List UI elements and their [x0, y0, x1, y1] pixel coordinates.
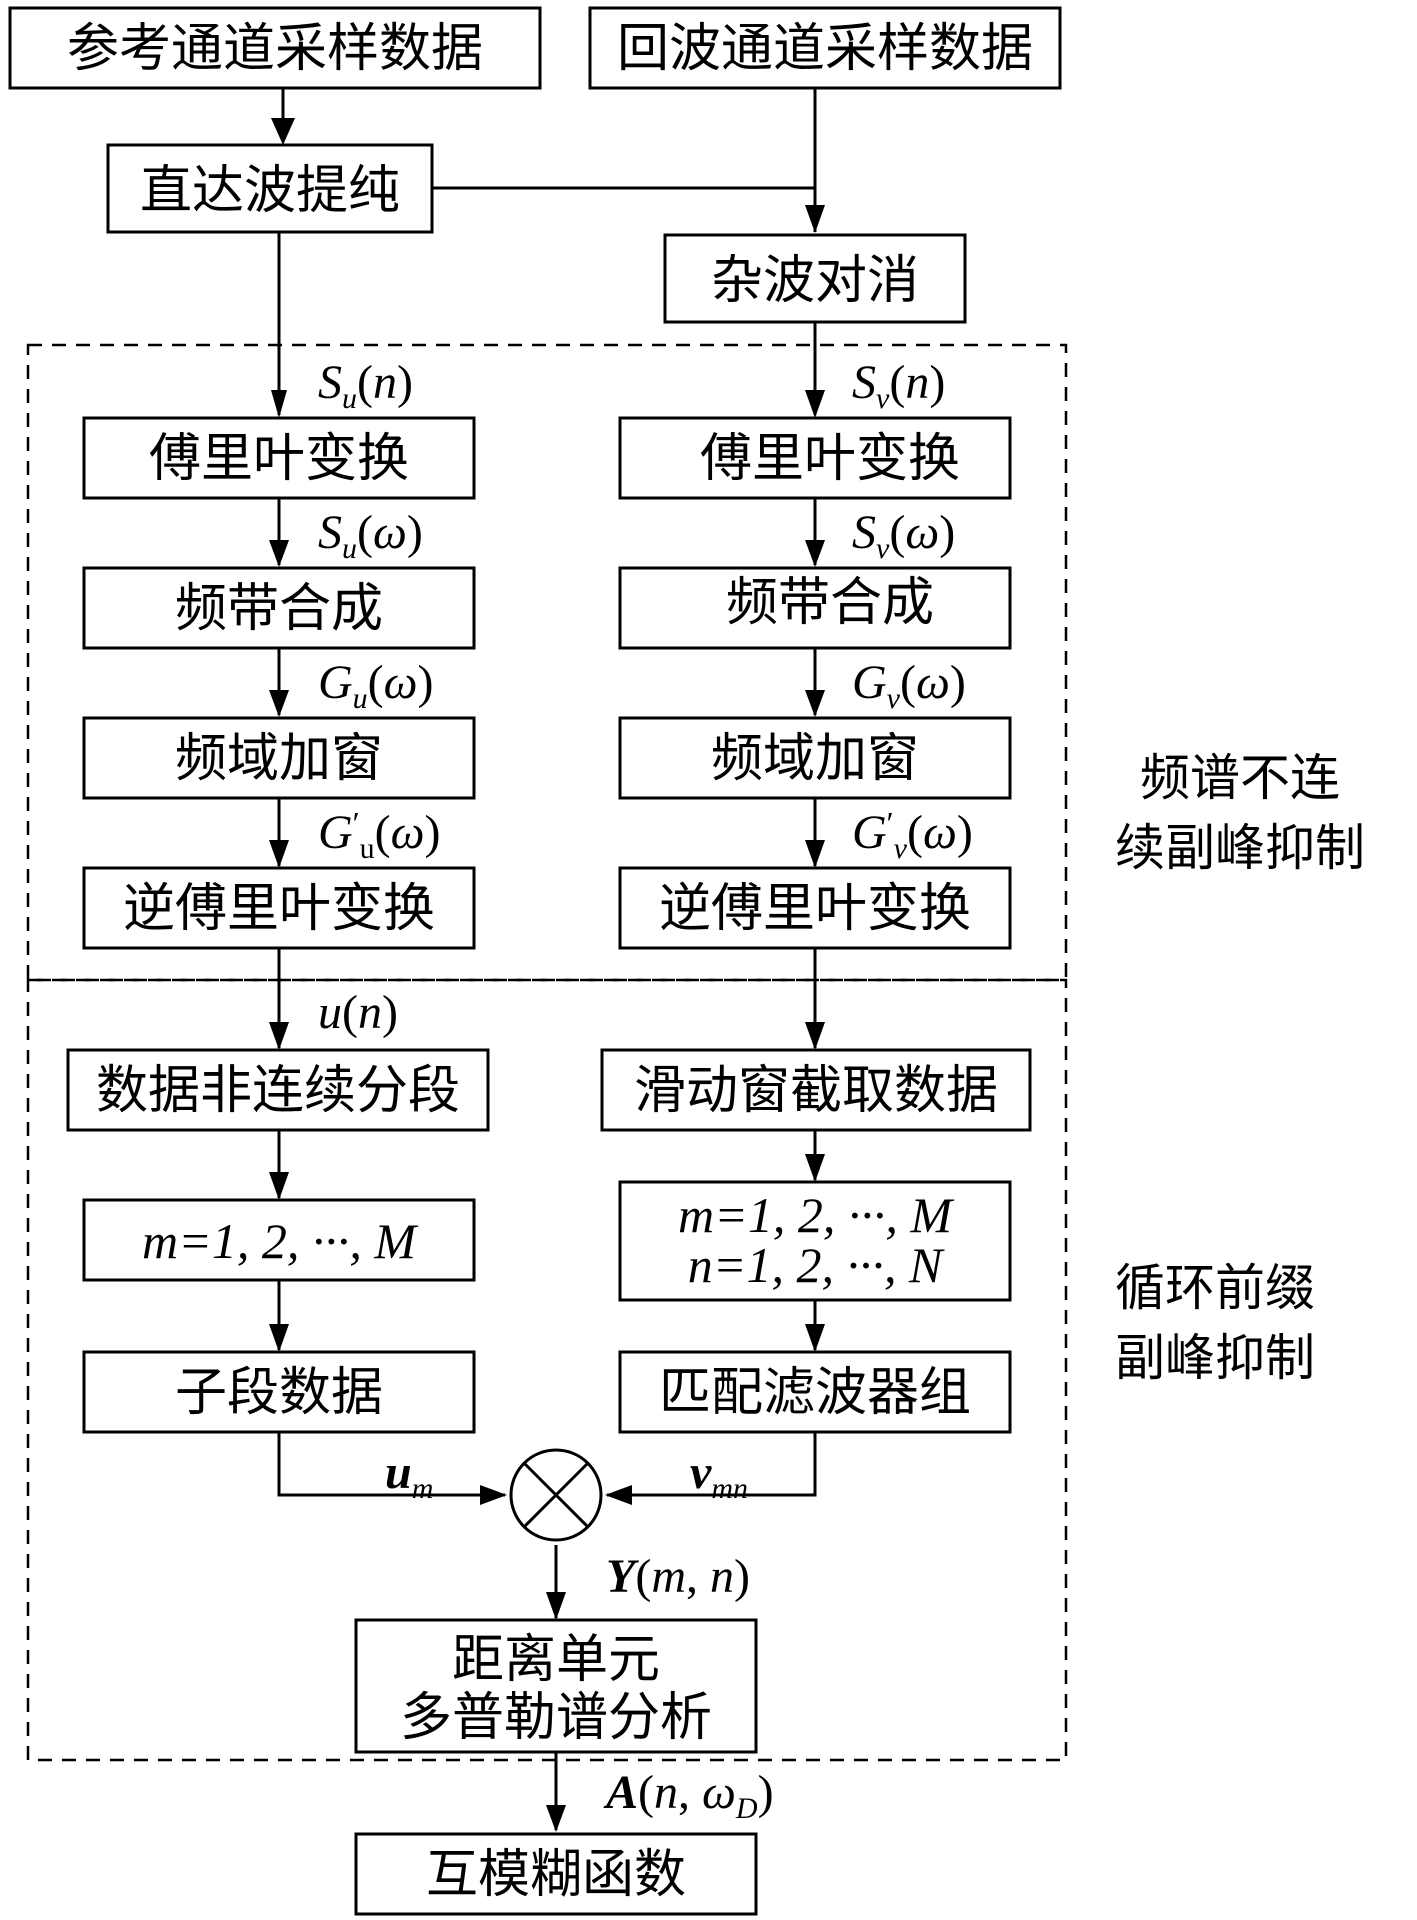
- signal-gv-w: Gv(ω): [852, 656, 966, 715]
- box-range-doppler-line2: 多普勒谱分析: [400, 1688, 712, 1748]
- box-ifft-right-label: 逆傅里叶变换: [659, 879, 971, 939]
- box-band-left: 频带合成: [82, 566, 476, 650]
- box-sliding: 滑动窗截取数据: [600, 1048, 1032, 1132]
- signal-gu-prime: G′u(ω): [318, 805, 441, 865]
- box-range-doppler: 距离单元 多普勒谱分析: [354, 1618, 758, 1754]
- box-band-right-label: 频带合成: [726, 573, 934, 633]
- box-fft-left: 傅里叶变换: [82, 416, 476, 500]
- box-band-right: 频带合成: [618, 566, 1012, 650]
- region-top-line1: 频谱不连: [1140, 749, 1340, 807]
- box-subseg: 子段数据: [82, 1350, 476, 1434]
- signal-u-m: um: [385, 1446, 433, 1505]
- signal-v-mn: vmn: [690, 1446, 748, 1505]
- signal-sv-n: Sv(n): [852, 356, 945, 415]
- box-window-right: 频域加窗: [618, 716, 1012, 800]
- box-ambiguity-label: 互模糊函数: [426, 1845, 686, 1905]
- box-m-index-left: m=1, 2, ···, M: [82, 1198, 476, 1282]
- multiplier-icon: [509, 1448, 603, 1542]
- region-top-line2: 续副峰抑制: [1115, 819, 1365, 877]
- signal-gu-w: Gu(ω): [318, 656, 434, 715]
- box-echo-sample-label: 回波通道采样数据: [617, 19, 1033, 79]
- box-ambiguity: 互模糊函数: [354, 1832, 758, 1916]
- signal-sv-w: Sv(ω): [852, 506, 955, 565]
- region-cyclic-prefix: [26, 978, 1068, 1762]
- box-ifft-right: 逆傅里叶变换: [618, 866, 1012, 950]
- signal-u-n: u(n): [318, 986, 398, 1039]
- box-window-left-label: 频域加窗: [175, 729, 383, 789]
- signal-Y: Y(m, n): [606, 1550, 750, 1603]
- signal-labels: Su(n) Sv(n) Su(ω) Sv(ω) Gu(ω) Gv(ω) G′u(…: [318, 356, 973, 1825]
- region-labels: 频谱不连 续副峰抑制 循环前缀 副峰抑制: [1115, 749, 1365, 1387]
- box-ifft-left-label: 逆傅里叶变换: [123, 879, 435, 939]
- box-sliding-label: 滑动窗截取数据: [634, 1061, 998, 1121]
- signal-gv-prime: G′v(ω): [852, 805, 973, 865]
- box-fft-right-label: 傅里叶变换: [700, 429, 960, 489]
- box-ref-sample: 参考通道采样数据: [8, 6, 542, 90]
- signal-su-w: Su(ω): [318, 506, 423, 565]
- box-n-index-right-label: n=1, 2, ···, N: [688, 1237, 945, 1293]
- arrowheads: [269, 118, 825, 1832]
- box-subseg-label: 子段数据: [175, 1363, 383, 1423]
- region-bottom-line1: 循环前缀: [1115, 1259, 1315, 1317]
- box-direct-purify-label: 直达波提纯: [140, 161, 400, 221]
- signal-su-n: Su(n): [318, 356, 413, 415]
- region-spectrum-sidelobe: [26, 343, 1068, 982]
- box-fft-right: 傅里叶变换: [618, 416, 1012, 500]
- box-segment: 数据非连续分段: [66, 1048, 490, 1132]
- box-matched-filter: 匹配滤波器组: [618, 1350, 1012, 1434]
- box-window-left: 频域加窗: [82, 716, 476, 800]
- box-window-right-label: 频域加窗: [711, 729, 919, 789]
- box-echo-sample: 回波通道采样数据: [588, 6, 1062, 90]
- box-clutter-cancel: 杂波对消: [663, 233, 967, 324]
- box-band-left-label: 频带合成: [175, 579, 383, 639]
- box-ref-sample-label: 参考通道采样数据: [67, 19, 483, 79]
- box-matched-filter-label: 匹配滤波器组: [659, 1363, 971, 1423]
- box-clutter-cancel-label: 杂波对消: [711, 251, 919, 311]
- box-m-index-right-label: m=1, 2, ···, M: [678, 1187, 954, 1243]
- box-direct-purify: 直达波提纯: [106, 143, 434, 234]
- box-segment-label: 数据非连续分段: [96, 1061, 460, 1121]
- box-mn-index-right: m=1, 2, ···, M n=1, 2, ···, N: [618, 1180, 1012, 1302]
- box-m-index-left-label: m=1, 2, ···, M: [142, 1213, 418, 1269]
- box-fft-left-label: 傅里叶变换: [149, 429, 409, 489]
- box-ifft-left: 逆傅里叶变换: [82, 866, 476, 950]
- signal-A: A(n, ωD): [603, 1766, 774, 1825]
- box-range-doppler-line1: 距离单元: [452, 1630, 660, 1690]
- region-bottom-line2: 副峰抑制: [1115, 1329, 1315, 1387]
